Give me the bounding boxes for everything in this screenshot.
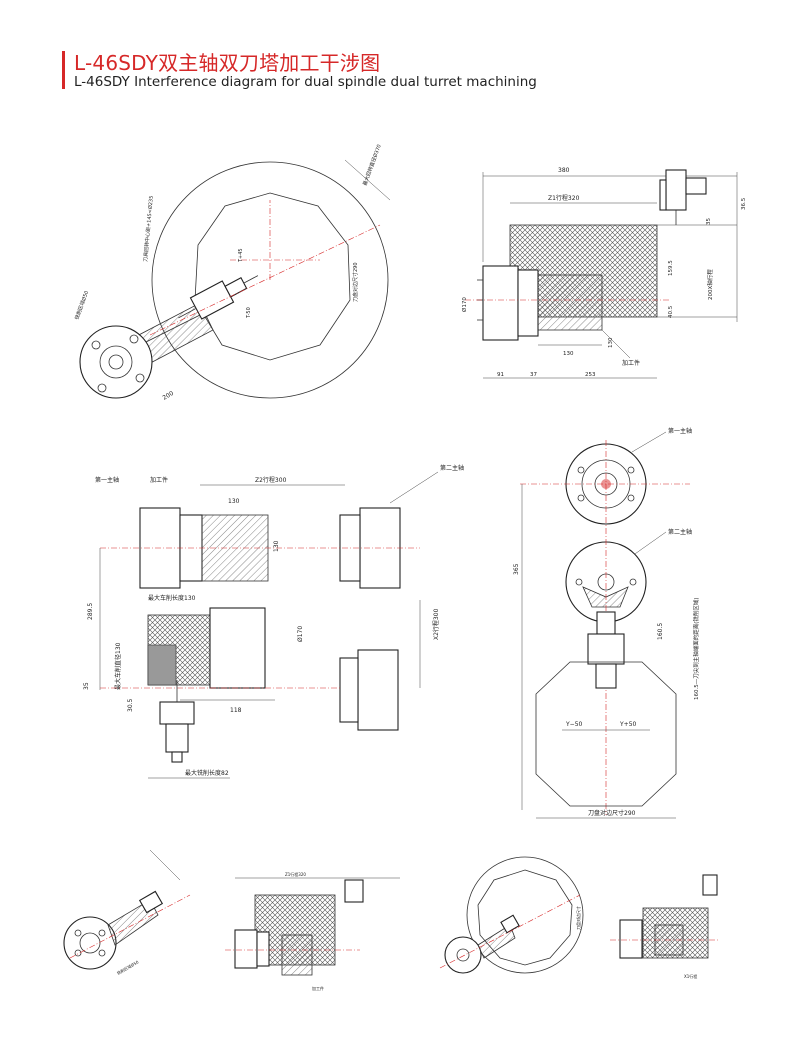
label-35-ml: 35 (83, 682, 90, 690)
label-z1-stroke: Z1行程320 (548, 194, 580, 202)
label-max-mill-len: 最大铣削长度82 (185, 769, 229, 777)
label-dim-200: 200 (162, 390, 176, 402)
label-tool-dist: 160.5—刀尖到主轴端面的距离(铣削区域) (692, 597, 700, 700)
label-cut-limit: 铣削区域Ø50 (73, 290, 90, 321)
view-mid-left: 第一主轴 加工件 Z2行程300 第二主轴 130 130 最大车削长度130 … (83, 464, 464, 779)
label-workpiece: 加工件 (622, 359, 640, 367)
label-t-minus: T-50 (246, 307, 252, 319)
thumb1-label: 铣削区域Ø50 (116, 958, 140, 976)
spindle-chuck (79, 325, 153, 399)
page-title-en: L-46SDY Interference diagram for dual sp… (74, 74, 537, 90)
thumbnail-1: 铣削区域Ø50 (63, 849, 191, 976)
workpiece-zone (537, 274, 603, 331)
label-91: 91 (497, 372, 504, 378)
label-130b: 130 (273, 540, 280, 552)
label-dia-170: Ø170 (461, 297, 468, 312)
label-40-5: 40.5 (668, 305, 674, 318)
label-118: 118 (230, 707, 242, 714)
label-spindle1-mr: 第一主轴 (668, 427, 692, 435)
turret-octagon (535, 661, 677, 807)
max-swing-circle (151, 161, 389, 399)
label-spindle2: 第二主轴 (440, 464, 464, 472)
thumb2-workpiece: 加工件 (312, 985, 324, 991)
thumbnail-2: Z1行程320 加工件 (225, 871, 400, 991)
view-mid-right: 第一主轴 第二主轴 365 160.5 160.5—刀尖到主轴端面的距离(铣削区… (513, 427, 700, 819)
label-y-plus: Y+50 (619, 721, 637, 728)
spindle-body (482, 265, 519, 341)
label-turret-size: 刀盘对边尺寸290 (352, 262, 359, 302)
label-z2-stroke: Z2行程300 (255, 476, 287, 484)
label-30-5: 30.5 (127, 698, 134, 712)
label-turret-size-mr: 刀盘对边尺寸290 (588, 809, 636, 817)
label-spindle1: 第一主轴 (95, 476, 119, 484)
label-t-plus: T+45 (238, 248, 244, 263)
label-289-5: 289.5 (87, 603, 94, 620)
label-tool-rot: 刀具回转中心距+145<Ø235 (142, 195, 155, 262)
turret2-body (209, 607, 266, 689)
label-380: 380 (558, 167, 570, 174)
label-130a: 130 (228, 498, 240, 505)
spindle2-lower (357, 649, 399, 731)
view-top-left: 最大回转直径Ø370 刀盘对边尺寸290 刀具回转中心距+145<Ø235 铣削… (73, 143, 391, 402)
tool-vertical-mr (587, 611, 625, 689)
title-accent-bar (62, 51, 65, 89)
tool-vertical-ml (159, 680, 195, 763)
thumbnail-4: X1行程 (610, 874, 720, 979)
label-max-turn-dia: 最大车削直径130 (114, 642, 122, 690)
label-spindle2-mr: 第二主轴 (668, 528, 692, 536)
label-130-h: 130 (563, 351, 574, 357)
page-title-cn: L-46SDY双主轴双刀塔加工干涉图 (74, 51, 381, 75)
label-365: 365 (513, 563, 520, 575)
label-x-stroke: 200X轴行程 (706, 269, 714, 300)
label-x2-stroke: X2行程300 (432, 608, 440, 640)
label-dia-170-ml: Ø170 (297, 626, 304, 642)
label-y-minus: Y−50 (565, 721, 583, 728)
label-workpiece-ml: 加工件 (150, 476, 168, 484)
thumb2-label: Z1行程320 (285, 871, 306, 877)
turret-polygon (194, 192, 351, 361)
turret-tool-right (659, 169, 707, 225)
label-130-v: 130 (608, 337, 614, 348)
label-max-swing: 最大回转直径Ø370 (361, 143, 382, 186)
label-35: 35 (706, 218, 712, 225)
label-160-5: 160.5 (657, 623, 664, 640)
label-253: 253 (585, 372, 596, 378)
label-max-turn-len: 最大车削长度130 (148, 594, 196, 602)
thumb3-label: 刀盘对边尺寸 (575, 906, 581, 930)
label-36-5: 36.5 (741, 197, 747, 210)
thumbnail-3: 刀盘对边尺寸 (439, 856, 584, 974)
view-top-right: 380 Z1行程320 36.5 35 159.5 200X轴行程 40.5 Ø… (461, 167, 747, 379)
tool-holder (178, 275, 259, 320)
label-159-5: 159.5 (668, 260, 674, 276)
thumb4-label: X1行程 (684, 973, 697, 979)
label-37: 37 (530, 372, 537, 378)
